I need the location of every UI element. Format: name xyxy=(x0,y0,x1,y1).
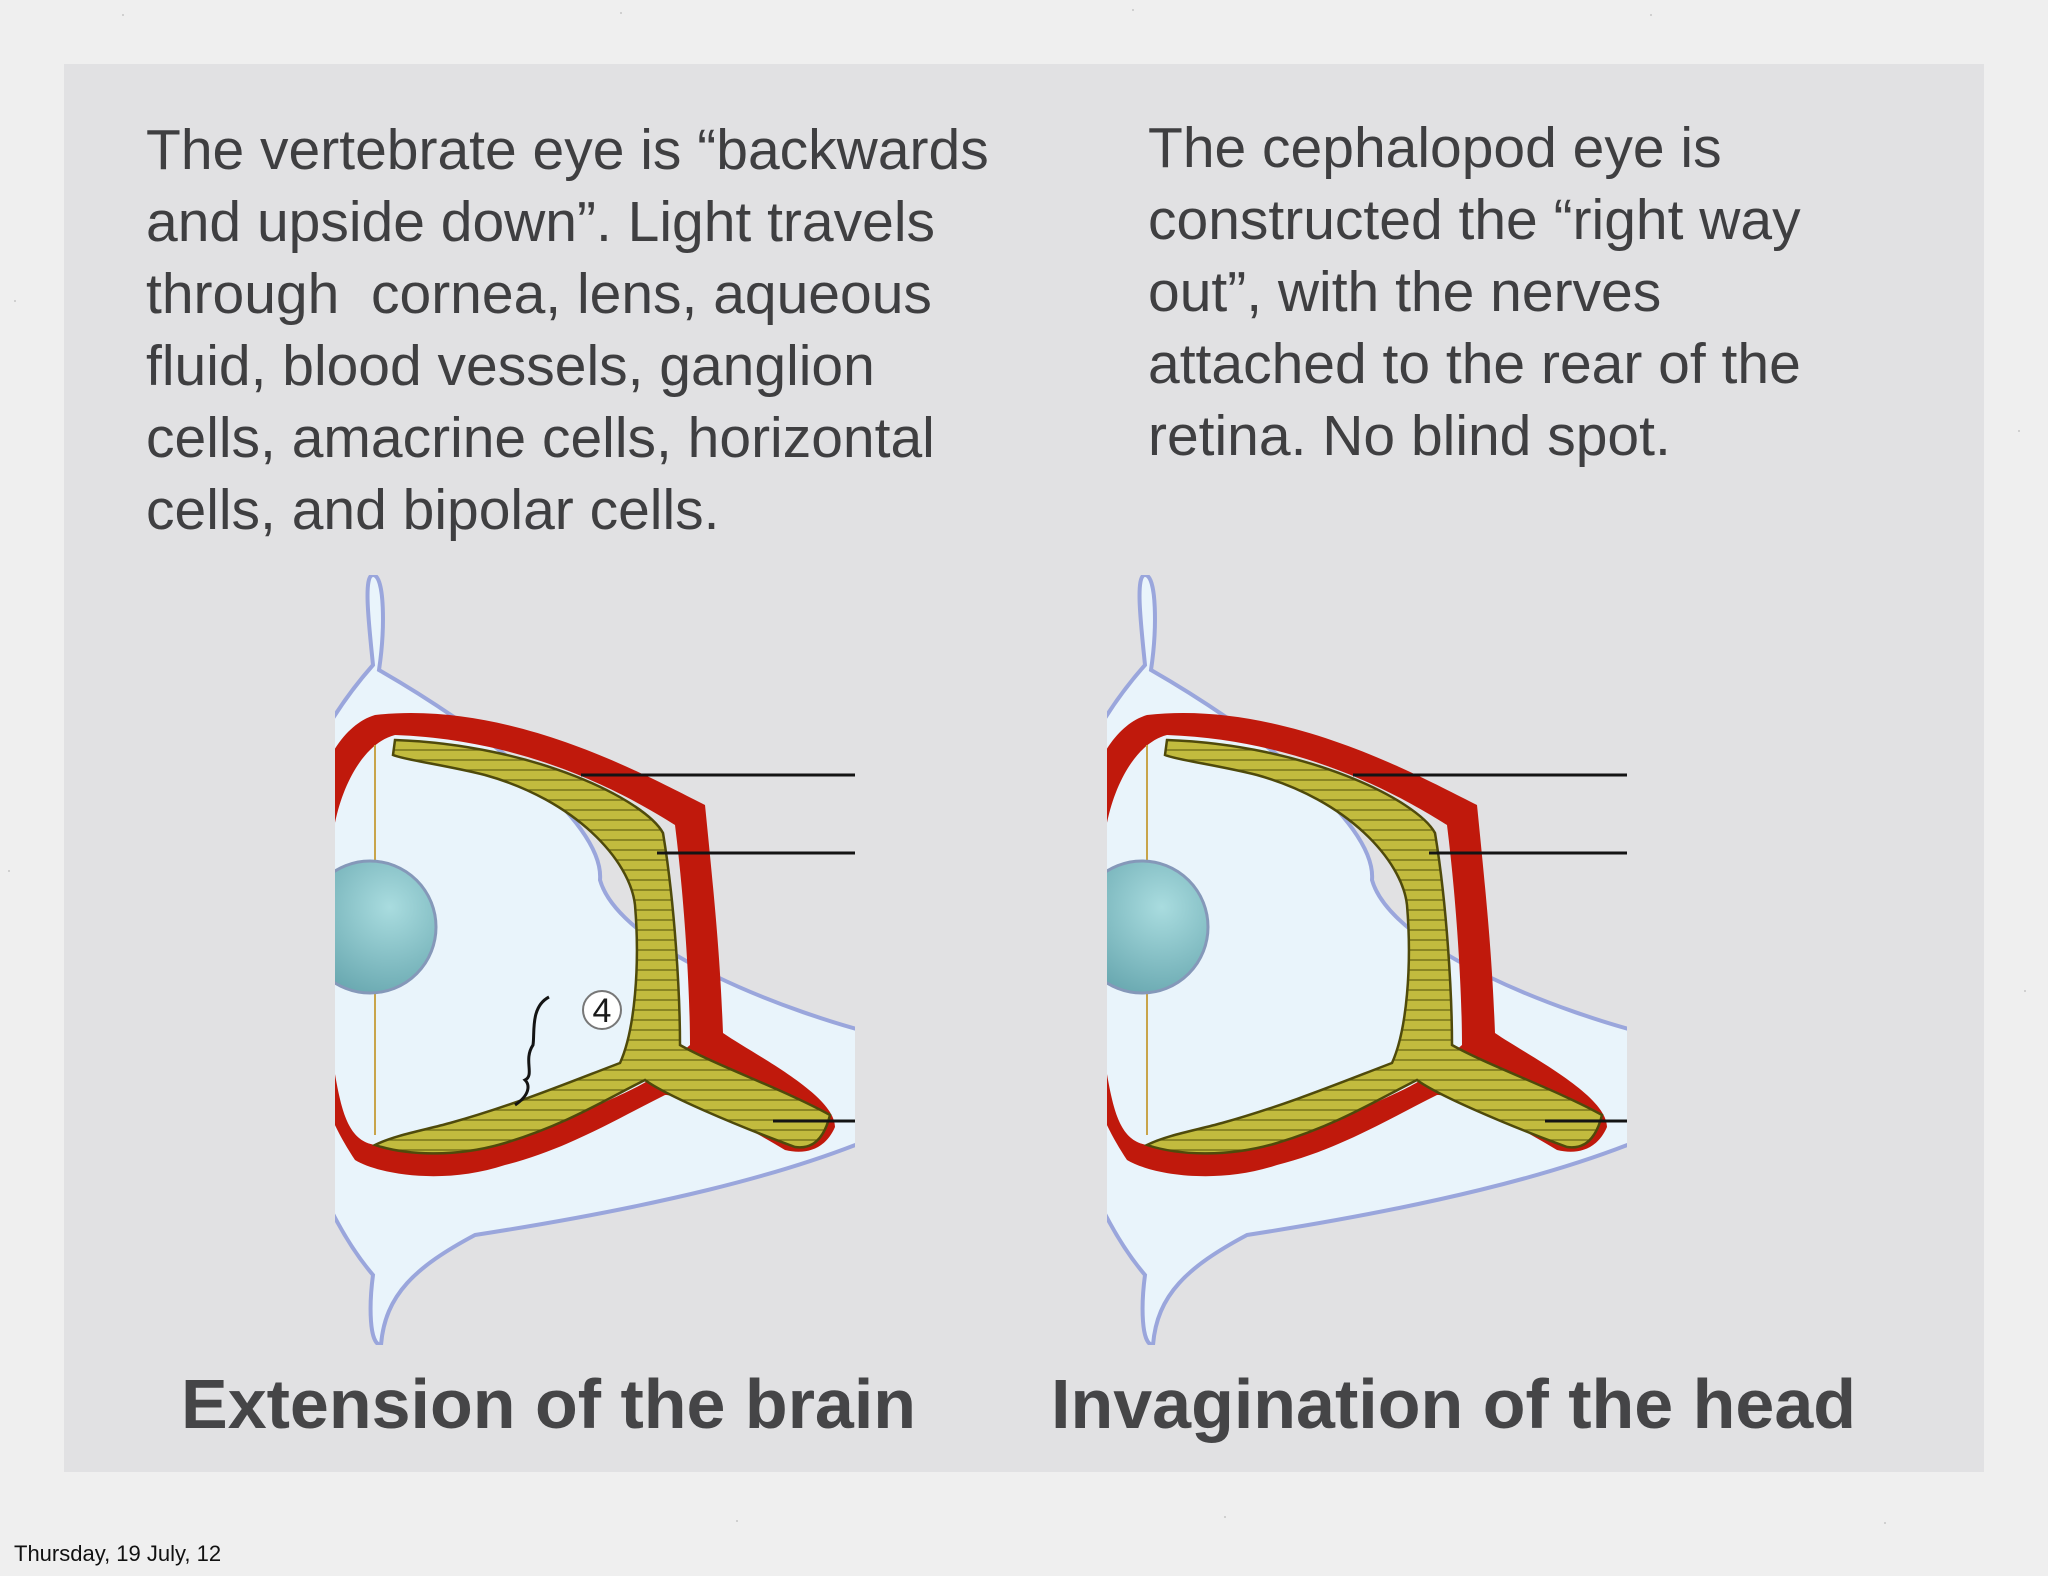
text-line: constructed the “right way xyxy=(1148,188,1801,252)
cephalopod-description: The cephalopod eye is constructed the “r… xyxy=(1148,112,1801,472)
text-line: out”, with the nerves xyxy=(1148,260,1662,324)
text-line: and upside down”. Light travels xyxy=(146,190,935,254)
paper-speck xyxy=(2024,990,2026,992)
text-line: through cornea, lens, aqueous xyxy=(146,262,932,326)
paper-speck xyxy=(14,300,16,302)
text-line: attached to the rear of the xyxy=(1148,332,1801,396)
text-line: cells, amacrine cells, horizontal xyxy=(146,406,935,470)
text-line: retina. No blind spot. xyxy=(1148,404,1671,468)
text-line: cells, and bipolar cells. xyxy=(146,478,720,542)
paper-speck xyxy=(1224,1516,1226,1518)
paper-speck xyxy=(736,1520,738,1522)
paper-speck xyxy=(620,12,622,14)
label-4: 4 xyxy=(593,992,612,1030)
paper-speck xyxy=(8,870,10,872)
label-circle-4 xyxy=(582,990,622,1030)
paper-speck xyxy=(1650,14,1652,16)
paper-speck xyxy=(122,14,124,16)
vertebrate-caption: Extension of the brain xyxy=(181,1365,917,1443)
lens xyxy=(1107,859,1210,995)
retina-layer xyxy=(1143,738,1604,1155)
paper-speck xyxy=(1884,1522,1886,1524)
retina-layer xyxy=(371,738,832,1155)
date-footer: Thursday, 19 July, 12 xyxy=(14,1541,222,1566)
label-leader-lines xyxy=(581,773,855,1123)
text-line: fluid, blood vessels, ganglion xyxy=(146,334,875,398)
lens xyxy=(335,859,438,995)
paper-speck xyxy=(1132,9,1134,11)
text-line: The cephalopod eye is xyxy=(1148,116,1722,180)
cephalopod-caption: Invagination of the head xyxy=(1051,1365,1857,1443)
blind-spot-brace xyxy=(514,995,550,1107)
cephalopod-eye-diagram: 1 2 3 xyxy=(1107,575,1627,1345)
vertebrate-eye-diagram: 1 2 3 4 xyxy=(335,575,855,1345)
text-line: The vertebrate eye is “backwards xyxy=(146,118,989,182)
vertebrate-description: The vertebrate eye is “backwards and ups… xyxy=(146,114,989,546)
paper-speck xyxy=(2018,430,2020,432)
label-leader-lines xyxy=(1353,773,1627,1123)
